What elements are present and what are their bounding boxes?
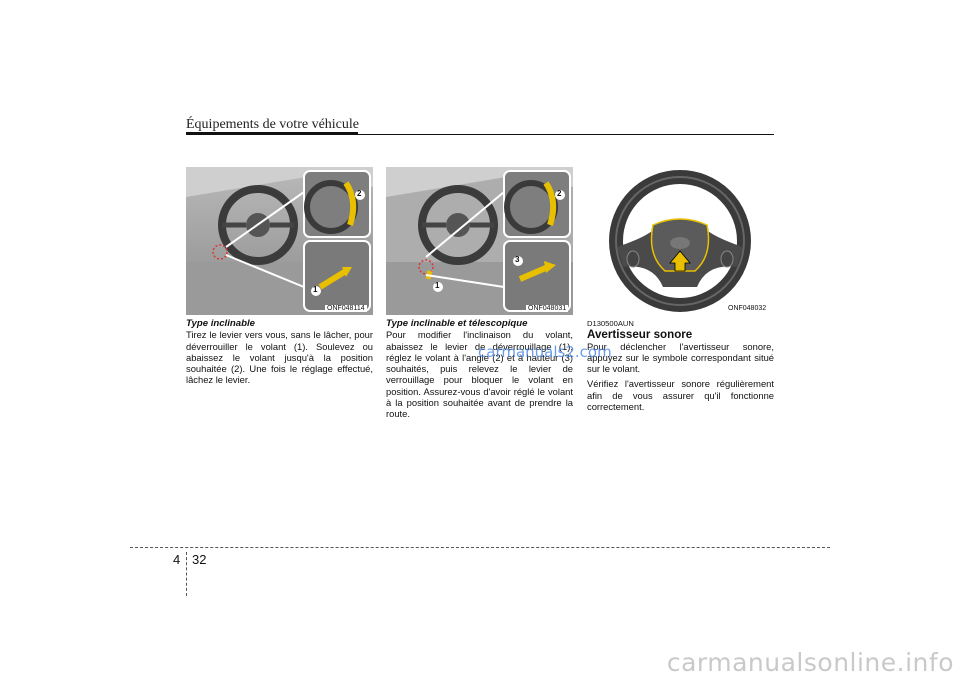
footer-divider: [130, 547, 830, 548]
figure-code: ONF048032: [726, 305, 769, 312]
page-section: 4: [173, 552, 181, 567]
callout-1: 1: [435, 281, 440, 290]
section-code: D130500AUN: [587, 319, 634, 328]
subtitle-tilt: Type inclinable: [186, 318, 255, 329]
callout-1: 1: [313, 285, 318, 294]
body-horn-2: Vérifiez l'avertisseur sonore régulièrem…: [587, 378, 774, 413]
figure-tilt-steering: 2 1: [186, 167, 373, 315]
callout-3: 3: [515, 255, 520, 264]
figure-code: ONF048114: [325, 305, 367, 312]
figure-code: ONF048031: [526, 305, 569, 312]
body-tilt: Tirez le levier vers vous, sans le lâche…: [186, 329, 373, 386]
body-horn-1: Pour déclencher l'avertisseur sonore, ap…: [587, 340, 774, 375]
header-title: Équipements de votre véhicule: [186, 117, 359, 132]
figure-tilt-telescopic-steering: 2 3 1: [386, 167, 573, 315]
footer-vertical-divider: [186, 552, 187, 596]
column-horn: D130500AUN Avertisseur sonore Pour décle…: [587, 318, 774, 412]
footer-site-link[interactable]: carmanualsonline.info: [666, 648, 954, 677]
column-tilt-telescopic: Type inclinable et télescopique Pour mod…: [386, 318, 573, 420]
body-tilt-telescopic: Pour modifier l'inclinaison du volant, a…: [386, 329, 573, 420]
header-rule-thick: [186, 132, 358, 135]
subtitle-tilt-telescopic: Type inclinable et télescopique: [386, 318, 528, 329]
page-number: 32: [192, 552, 207, 567]
callout-2: 2: [557, 189, 562, 198]
figure-horn-steering-wheel: [587, 167, 774, 315]
section-title: Avertisseur sonore: [587, 328, 693, 342]
column-tilt: Type inclinable Tirez le levier vers vou…: [186, 318, 373, 386]
watermark: carmanuals2.com: [478, 343, 612, 361]
header-rule: [186, 134, 774, 135]
callout-2: 2: [357, 189, 362, 198]
